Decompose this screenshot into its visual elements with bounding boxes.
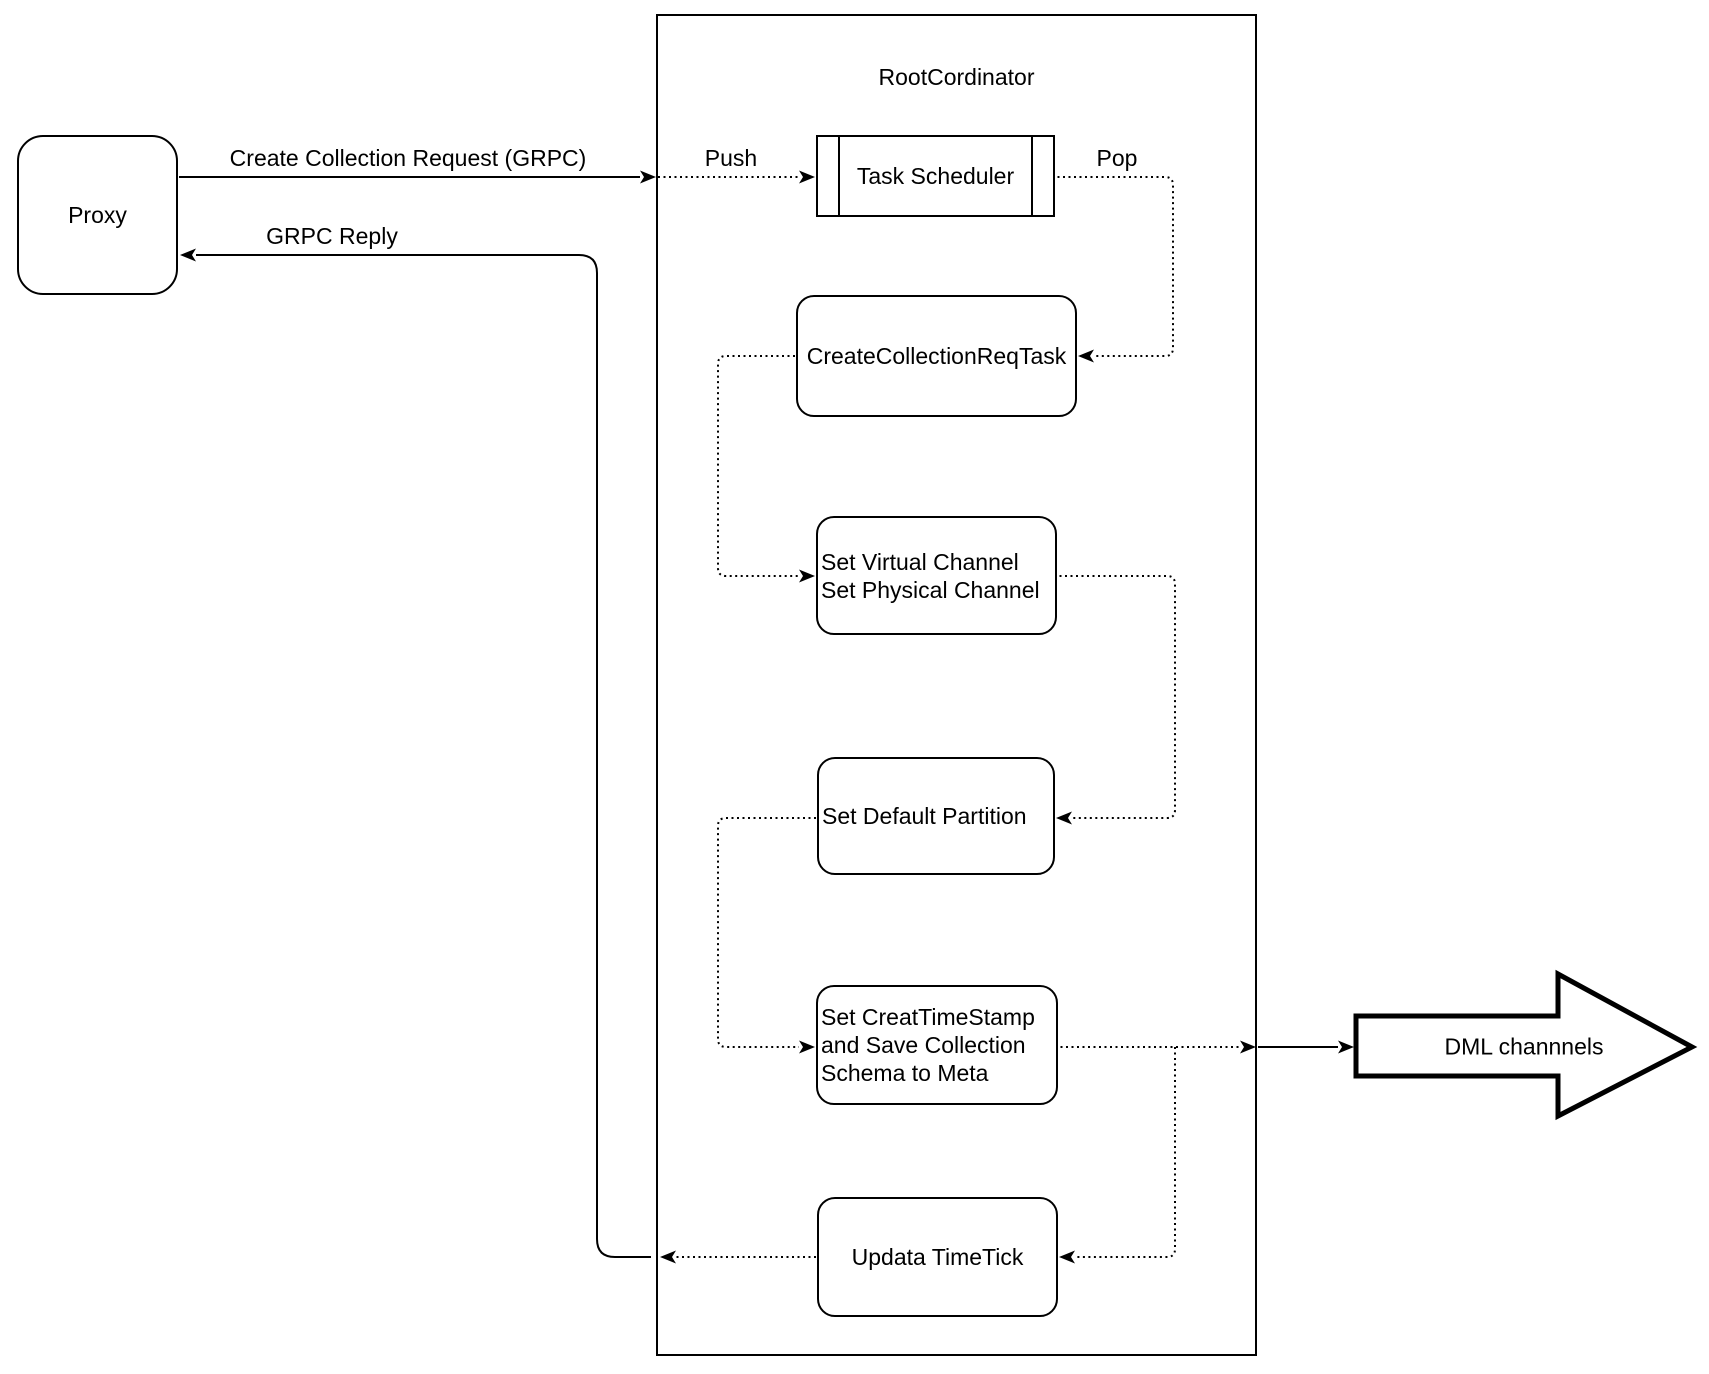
rootcoordinator-title: RootCordinator xyxy=(878,64,1035,90)
arrowhead xyxy=(1240,1040,1256,1054)
dml-channels-arrow-shape xyxy=(1353,969,1698,1121)
edge-defaultpartition-to-timestamp-line xyxy=(717,817,816,1048)
arrowhead xyxy=(799,170,815,184)
arrowhead xyxy=(1056,811,1072,825)
proxy-label: Proxy xyxy=(68,202,127,228)
set-default-partition-label: Set Default Partition xyxy=(822,803,1027,829)
dml-channels-label: DML channnels xyxy=(1444,1033,1604,1060)
proxy-node: Proxy xyxy=(17,135,178,295)
edge-grpc-reply-line xyxy=(196,254,651,1258)
set-creat-timestamp-line-2: and Save Collection xyxy=(821,1032,1026,1058)
edge-label-grpc-reply: GRPC Reply xyxy=(264,223,400,250)
arrowhead xyxy=(640,170,656,184)
task-scheduler-label: Task Scheduler xyxy=(856,163,1015,189)
set-creat-timestamp-line-1: Set CreatTimeStamp xyxy=(821,1004,1035,1030)
set-default-partition-node: Set Default Partition xyxy=(817,757,1055,875)
set-channel-node: Set Virtual Channel Set Physical Channel xyxy=(816,516,1057,635)
arrowhead xyxy=(799,1040,815,1054)
edge-label-push: Push xyxy=(702,145,760,172)
arrowhead xyxy=(180,248,196,262)
arrowhead xyxy=(660,1250,676,1264)
rootcoordinator-container xyxy=(656,14,1257,1356)
edge-timestamp-to-timetick-line xyxy=(1075,1047,1176,1258)
task-scheduler-node: Task Scheduler xyxy=(816,135,1055,217)
task-scheduler-left-bar xyxy=(838,137,840,215)
updata-timetick-label: Updata TimeTick xyxy=(851,1244,1024,1270)
task-scheduler-right-bar xyxy=(1031,137,1033,215)
create-collection-req-task-label: CreateCollectionReqTask xyxy=(806,343,1067,369)
edge-reqtask-to-setchannel-line xyxy=(717,355,799,577)
edge-label-pop: Pop xyxy=(1094,145,1140,172)
set-channel-line-2: Set Physical Channel xyxy=(821,576,1040,603)
set-creat-timestamp-line-3: Schema to Meta xyxy=(821,1060,989,1086)
arrowhead xyxy=(1338,1040,1354,1054)
edge-label-create-collection-request: Create Collection Request (GRPC) xyxy=(227,145,589,172)
set-creat-timestamp-node: Set CreatTimeStamp and Save Collection S… xyxy=(816,985,1058,1105)
arrowhead xyxy=(799,569,815,583)
set-channel-line-1: Set Virtual Channel xyxy=(821,548,1019,575)
edge-setchannel-to-defaultpartition-line xyxy=(1054,575,1176,819)
updata-timetick-node: Updata TimeTick xyxy=(817,1197,1058,1317)
arrowhead xyxy=(1078,349,1094,363)
edge-pop-line xyxy=(1052,176,1174,357)
arrowhead xyxy=(1059,1250,1075,1264)
create-collection-req-task-node: CreateCollectionReqTask xyxy=(796,295,1077,417)
